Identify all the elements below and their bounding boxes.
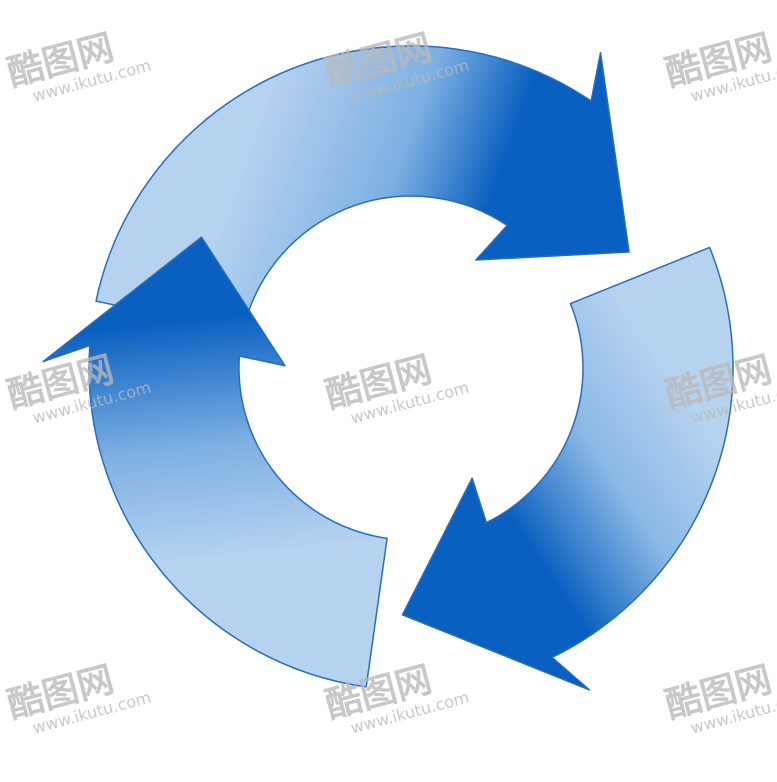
arrow-bottom — [401, 246, 734, 691]
arrow-top-right — [95, 45, 630, 333]
arrow-left — [42, 236, 388, 688]
